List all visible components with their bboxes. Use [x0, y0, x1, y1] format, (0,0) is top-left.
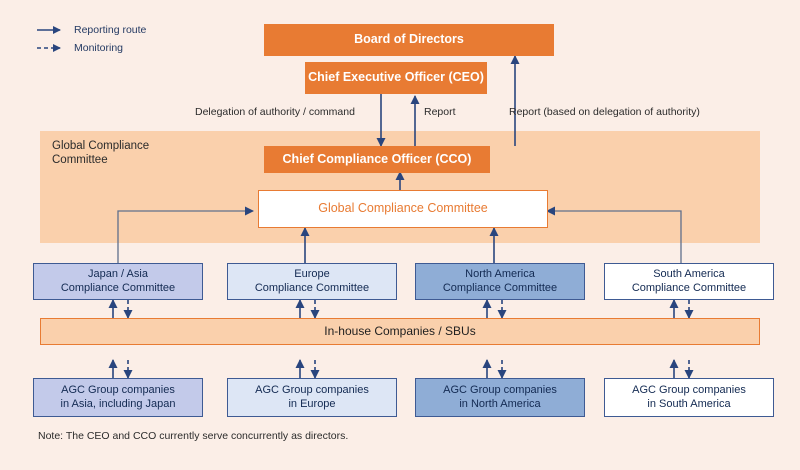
solid-arrow-icon [36, 24, 68, 36]
legend-item-reporting-route: Reporting route [36, 22, 146, 38]
node-global-compliance-committee: Global Compliance Committee [258, 190, 548, 228]
legend-label-monitoring: Monitoring [74, 42, 124, 54]
node-committee-north-america: North America Compliance Committee [415, 263, 585, 300]
node-board-of-directors: Board of Directors [264, 24, 554, 56]
node-group-companies-europe: AGC Group companies in Europe [227, 378, 397, 417]
node-group-companies-asia: AGC Group companies in Asia, including J… [33, 378, 203, 417]
legend-label-reporting-route: Reporting route [74, 24, 147, 36]
node-in-house-companies-sbus: In-house Companies / SBUs [40, 318, 760, 345]
node-committee-europe: Europe Compliance Committee [227, 263, 397, 300]
footnote: Note: The CEO and CCO currently serve co… [38, 430, 349, 442]
edge-label-report: Report [424, 106, 456, 118]
edge-label-report-delegation: Report (based on delegation of authority… [509, 106, 700, 118]
legend-item-monitoring: Monitoring [36, 40, 146, 56]
legend: Reporting route Monitoring [36, 22, 146, 58]
node-chief-executive-officer: Chief Executive Officer (CEO) [305, 62, 487, 94]
edge-label-delegation: Delegation of authority / command [195, 106, 355, 118]
node-chief-compliance-officer: Chief Compliance Officer (CCO) [264, 146, 490, 173]
dashed-arrow-icon [36, 42, 68, 54]
node-group-companies-south-america: AGC Group companies in South America [604, 378, 774, 417]
band-label: Global Compliance Committee [52, 140, 150, 167]
node-committee-south-america: South America Compliance Committee [604, 263, 774, 300]
node-group-companies-north-america: AGC Group companies in North America [415, 378, 585, 417]
node-committee-japan-asia: Japan / Asia Compliance Committee [33, 263, 203, 300]
